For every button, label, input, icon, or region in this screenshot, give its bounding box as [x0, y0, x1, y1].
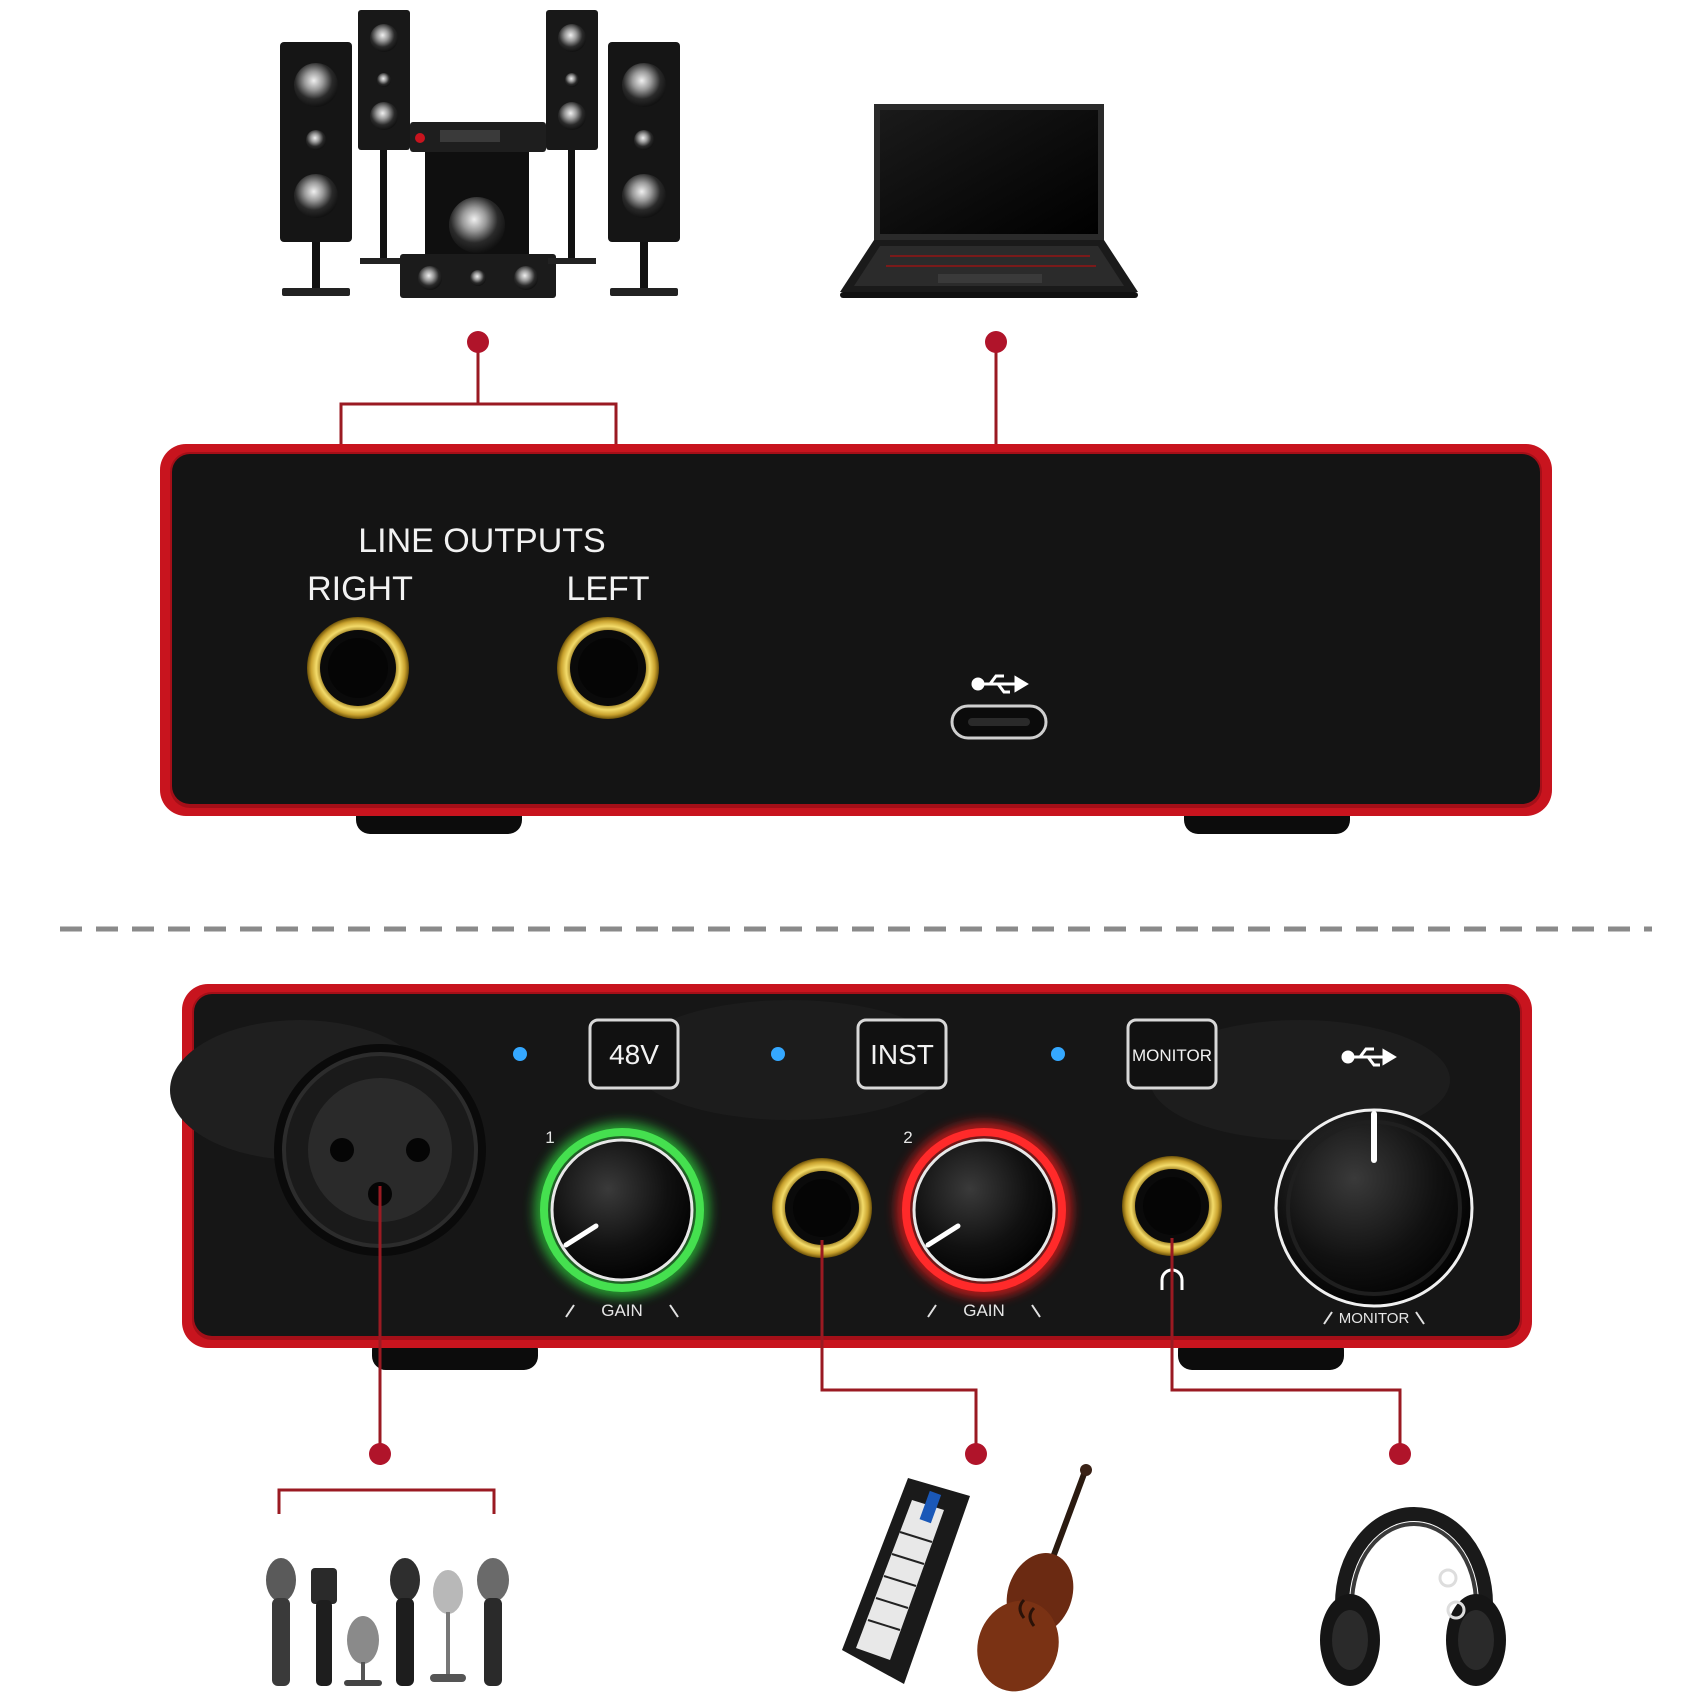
line-outputs-label: LINE OUTPUTS: [358, 522, 605, 560]
monitor-button-label: MONITOR: [1132, 1046, 1212, 1065]
violin-icon: [977, 1464, 1092, 1692]
usb-power-icon: [1341, 1047, 1397, 1067]
monitor-led: [1051, 1047, 1065, 1061]
usb-icon: [971, 674, 1029, 694]
keyboard-icon: [842, 1478, 970, 1684]
xlr-input-jack[interactable]: [274, 1044, 486, 1256]
instrument-input-jack[interactable]: [772, 1158, 872, 1258]
inst-led: [771, 1047, 785, 1061]
monitor-knob-label: MONITOR: [1339, 1310, 1410, 1327]
gain-2-scale-marks: [927, 1304, 1041, 1318]
48v-button-label: 48V: [609, 1039, 659, 1070]
monitor-volume-knob[interactable]: [1274, 1108, 1474, 1308]
laptop-connector-dot: [985, 331, 1007, 353]
gain-2-label: GAIN: [963, 1301, 1005, 1320]
left-output-jack[interactable]: [557, 617, 659, 719]
inst-button-label: INST: [870, 1039, 934, 1070]
speaker-system-icon: [280, 10, 680, 298]
monitor-scale-marks: [1323, 1311, 1425, 1325]
channel-2-label: 2: [903, 1128, 912, 1147]
gain-knob-1[interactable]: [535, 1123, 709, 1297]
headphone-output-jack[interactable]: [1122, 1156, 1222, 1256]
channel-1-label: 1: [545, 1128, 554, 1147]
headphones-icon: [1320, 1507, 1506, 1686]
right-output-label: RIGHT: [307, 570, 413, 608]
input-connector-lines: [277, 1186, 1402, 1514]
right-output-jack[interactable]: [307, 617, 409, 719]
48v-led: [513, 1047, 527, 1061]
left-output-label: LEFT: [566, 570, 649, 608]
48v-button[interactable]: 48V: [588, 1018, 680, 1090]
instrument-connector-dot: [965, 1443, 987, 1465]
microphones-icon: [266, 1558, 509, 1686]
laptop-icon: [840, 104, 1138, 298]
usb-c-port[interactable]: [950, 704, 1048, 740]
gain-knob-2[interactable]: [897, 1123, 1071, 1297]
mic-connector-dot: [369, 1443, 391, 1465]
monitor-button[interactable]: MONITOR: [1126, 1018, 1218, 1090]
speaker-connector-dot: [467, 331, 489, 353]
back-panel: [160, 444, 1552, 834]
inst-button[interactable]: INST: [856, 1018, 948, 1090]
gain-1-scale-marks: [565, 1304, 679, 1318]
headphone-connector-dot: [1389, 1443, 1411, 1465]
gain-1-label: GAIN: [601, 1301, 643, 1320]
